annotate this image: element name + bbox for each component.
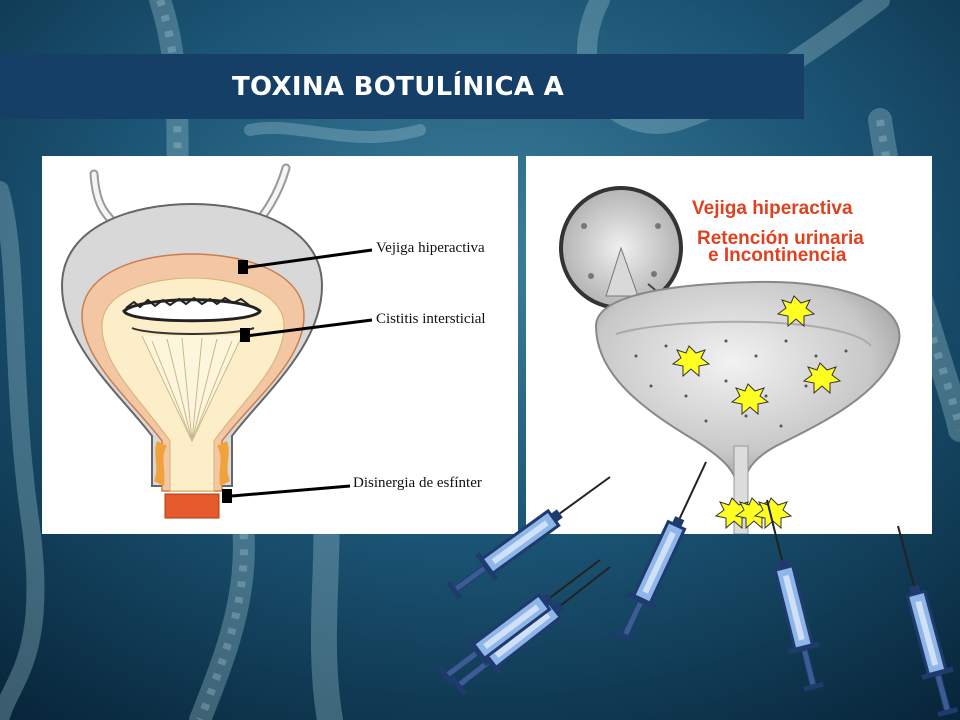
bladder-cross-section-panel: Vejiga hiperactiva Cistitis intersticial… (42, 156, 518, 534)
bladder-cross-section-illustration (60, 163, 373, 519)
label-overactive-bladder-red: Vejiga hiperactiva (692, 198, 853, 219)
label-urinary-retention: Retención urinaria (697, 228, 864, 249)
label-incontinence: e Incontinencia (708, 245, 847, 266)
slide-title: TOXINA BOTULÍNICA A (232, 72, 565, 102)
title-bar (0, 54, 804, 119)
bladder-injection-panel: Vejiga hiperactiva Retención urinaria e … (526, 156, 932, 534)
label-overactive-bladder: Vejiga hiperactiva (376, 240, 485, 256)
label-sphincter-dyssynergia: Disinergia de esfínter (353, 475, 482, 491)
label-interstitial-cystitis: Cistitis intersticial (376, 311, 486, 327)
bladder-interior-illustration (559, 186, 901, 534)
